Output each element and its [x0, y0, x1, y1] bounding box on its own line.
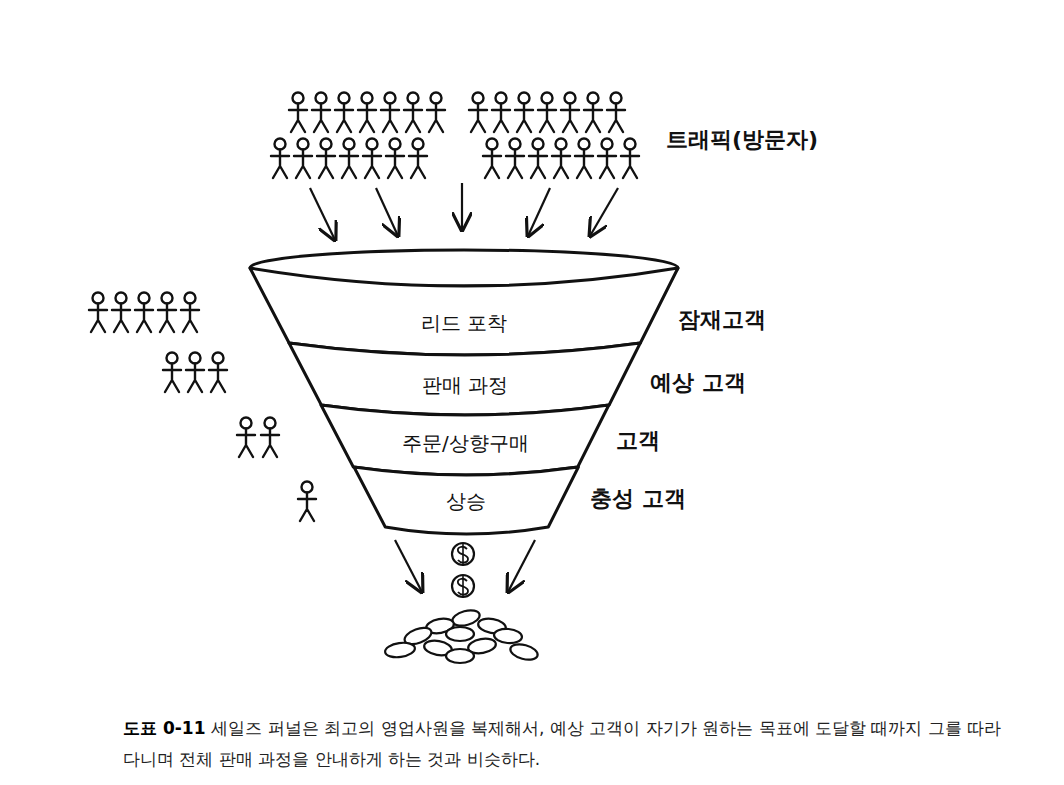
stick-figure [298, 482, 316, 522]
stick-figure [340, 139, 358, 179]
stage-label: 리드 포착 [421, 310, 507, 337]
stick-figure [181, 293, 199, 333]
stick-figure [427, 93, 445, 133]
stick-figure [409, 139, 427, 179]
stick-figure [135, 293, 153, 333]
stage-name: 충성 고객 [590, 484, 686, 514]
stick-figure [483, 139, 501, 179]
stick-figure [112, 293, 130, 333]
stick-figure [158, 293, 176, 333]
stick-figure [381, 93, 399, 133]
stick-figure [358, 93, 376, 133]
stage-label: 상승 [446, 488, 486, 515]
stick-figure [469, 93, 487, 133]
dollar-coins [452, 543, 474, 598]
stick-figure [335, 93, 353, 133]
stick-figure [584, 93, 602, 133]
caption-text: 세일즈 퍼널은 최고의 영업사원을 복제해서, 예상 고객이 자기가 원하는 목… [123, 718, 1001, 769]
stick-figure [561, 93, 579, 133]
stick-figure [575, 139, 593, 179]
stage-label: 판매 과정 [422, 372, 508, 399]
traffic-label: 트래픽(방문자) [666, 125, 818, 155]
figure-caption: 도표 0-11세일즈 퍼널은 최고의 영업사원을 복제해서, 예상 고객이 자기… [123, 713, 1003, 775]
stick-figure [492, 93, 510, 133]
stick-figure [312, 93, 330, 133]
stick-figure [271, 139, 289, 179]
stick-figure [506, 139, 524, 179]
stick-figure [317, 139, 335, 179]
stick-figure [515, 93, 533, 133]
stick-figure [209, 353, 227, 393]
stick-figure [598, 139, 616, 179]
stick-figure [404, 93, 422, 133]
stick-figure [552, 139, 570, 179]
stick-figure [538, 93, 556, 133]
stick-figure [163, 353, 181, 393]
coin-pile [384, 608, 539, 663]
stick-figure [89, 293, 107, 333]
stick-figure [529, 139, 547, 179]
stick-figure [261, 418, 279, 458]
stick-figure [289, 93, 307, 133]
stick-figure [621, 139, 639, 179]
stick-figure [607, 93, 625, 133]
stage-name: 고객 [616, 426, 660, 456]
figure-number: 도표 0-11 [123, 718, 205, 738]
stick-figure [294, 139, 312, 179]
stick-figure [386, 139, 404, 179]
stick-figure [237, 418, 255, 458]
stick-figure [186, 353, 204, 393]
stick-figure [363, 139, 381, 179]
funnel-band: 상승 [354, 467, 578, 538]
stage-name: 잠재고객 [678, 305, 766, 335]
traffic-arrows [310, 183, 618, 240]
stage-name: 예상 고객 [650, 368, 746, 398]
stage-label: 주문/상향구매 [402, 430, 529, 457]
